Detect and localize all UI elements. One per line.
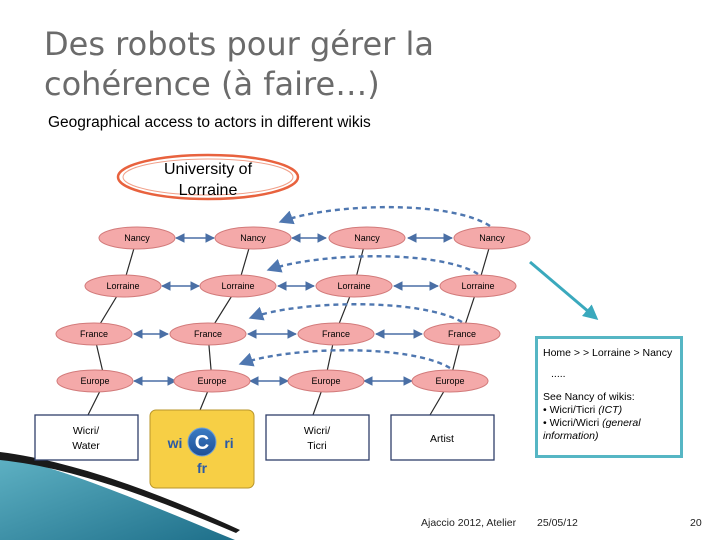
node-label: Europe — [311, 376, 340, 386]
university-ellipse — [116, 153, 300, 201]
wiki-box-ticri: Wicri/ Ticri — [265, 414, 370, 461]
info-item-wicri-label: • Wicri/Wicri — [543, 417, 603, 429]
node-label: France — [80, 329, 108, 339]
node-france-3: France — [297, 322, 375, 346]
node-europe-3: Europe — [287, 369, 365, 393]
node-europe-1: Europe — [56, 369, 134, 393]
node-label: Europe — [80, 376, 109, 386]
node-europe-4: Europe — [411, 369, 489, 393]
node-label: Lorraine — [337, 281, 370, 291]
slide-title-line2: cohérence (à faire…) — [44, 65, 380, 103]
footer-event: Ajaccio 2012, Atelier — [421, 517, 517, 529]
info-item-ticri-note: (ICT) — [598, 404, 623, 416]
node-label: France — [322, 329, 350, 339]
slide-title-line1: Des robots pour gérer la — [44, 25, 434, 63]
footer-date: 25/05/12 — [537, 517, 578, 529]
node-label: Lorraine — [461, 281, 494, 291]
node-lorraine-4: Lorraine — [439, 274, 517, 298]
wiki-fr-right: ri — [224, 435, 233, 451]
node-france-2: France — [169, 322, 247, 346]
node-label: Nancy — [354, 233, 380, 243]
info-item-ticri-label: • Wicri/Ticri — [543, 404, 599, 416]
info-dots: ..... — [551, 368, 566, 380]
node-label: Nancy — [479, 233, 505, 243]
wiki-box-water: Wicri/ Water — [34, 414, 139, 461]
wiki-box-fr: C wi ri fr — [149, 409, 255, 489]
node-label: Lorraine — [106, 281, 139, 291]
wiki-fr-left: wi — [167, 435, 183, 451]
dashed-arrow-nancy — [278, 205, 491, 228]
node-label: Europe — [197, 376, 226, 386]
wiki-ticri-line2: Ticri — [307, 440, 326, 452]
node-label: Europe — [435, 376, 464, 386]
dashed-arrow-france — [248, 303, 463, 324]
node-france-4: France — [423, 322, 501, 346]
dashed-arrow-europe — [238, 349, 451, 370]
university-label-line1: University of — [164, 161, 253, 178]
info-item-wicri: • Wicri/Wicri (general information) — [543, 417, 676, 443]
node-france-1: France — [55, 322, 133, 346]
node-label: France — [194, 329, 222, 339]
node-label: Nancy — [124, 233, 150, 243]
info-breadcrumb: Home > > Lorraine > Nancy — [543, 347, 673, 359]
node-nancy-3: Nancy — [328, 226, 406, 250]
info-item-ticri: • Wicri/Ticri (ICT) — [543, 404, 676, 417]
dashed-arrow-lorraine — [266, 255, 479, 276]
pointer-arrow — [529, 260, 599, 320]
node-label: Nancy — [240, 233, 266, 243]
decorative-swoosh-dark — [0, 452, 240, 533]
node-nancy-4: Nancy — [453, 226, 531, 250]
info-item-wicri-note: (general information) — [543, 417, 641, 442]
slide-subtitle: Geographical access to actors in differe… — [48, 114, 371, 131]
wiki-ticri-line1: Wicri/ — [304, 425, 330, 437]
wiki-water-line2: Water — [72, 440, 100, 452]
node-label: France — [448, 329, 476, 339]
wiki-fr-center: C — [195, 432, 209, 454]
wiki-artist-label: Artist — [430, 433, 454, 445]
node-lorraine-1: Lorraine — [84, 274, 162, 298]
node-europe-2: Europe — [173, 369, 251, 393]
info-see: See Nancy of wikis: — [543, 391, 635, 403]
wicri-logo-icon — [187, 427, 217, 457]
nancy-info-box: Home > > Lorraine > Nancy ..... See Nanc… — [535, 336, 683, 458]
wiki-water-line1: Wicri/ — [73, 425, 99, 437]
node-nancy-1: Nancy — [98, 226, 176, 250]
decorative-swoosh — [0, 455, 235, 540]
wiki-box-artist: Artist — [390, 414, 495, 461]
wiki-fr-bottom: fr — [197, 460, 208, 476]
node-label: Lorraine — [221, 281, 254, 291]
footer-page-number: 20 — [690, 517, 702, 529]
node-nancy-2: Nancy — [214, 226, 292, 250]
node-lorraine-2: Lorraine — [199, 274, 277, 298]
node-lorraine-3: Lorraine — [315, 274, 393, 298]
university-label-line2: Lorraine — [179, 182, 238, 199]
